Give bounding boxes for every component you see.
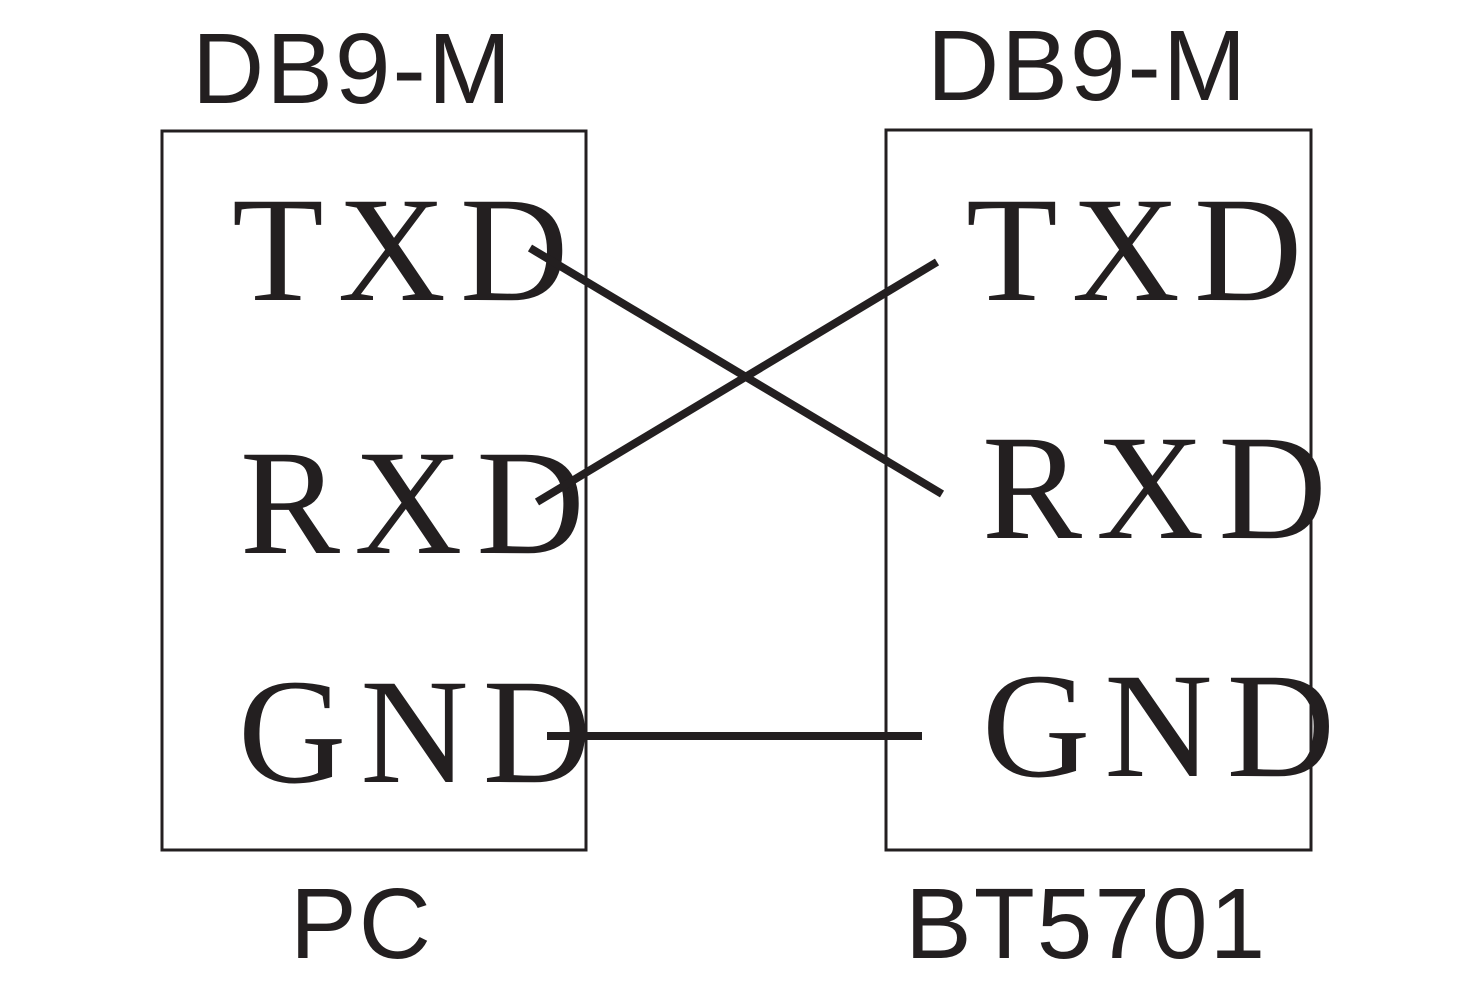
left-pin-txd: TXD [232, 167, 582, 333]
left-connector: DB9-M TXD RXD GND PC [160, 13, 605, 980]
right-connector: DB9-M TXD RXD GND BT5701 [884, 10, 1349, 980]
left-connector-box [160, 129, 588, 852]
right-pin-txd: TXD [966, 167, 1316, 333]
wire-pc-txd-to-bt-rxd [527, 244, 945, 498]
left-connector-header: DB9-M [192, 13, 513, 125]
right-connector-header: DB9-M [927, 10, 1248, 122]
right-pin-rxd: RXD [982, 405, 1341, 571]
left-pin-gnd: GND [238, 649, 605, 815]
wires [527, 244, 945, 740]
right-pin-gnd: GND [982, 643, 1349, 809]
right-connector-footer: BT5701 [905, 868, 1267, 980]
right-connector-box [884, 128, 1313, 852]
left-pin-rxd: RXD [240, 420, 599, 586]
wire-pc-rxd-to-bt-txd [534, 258, 940, 506]
left-connector-footer: PC [290, 868, 433, 980]
